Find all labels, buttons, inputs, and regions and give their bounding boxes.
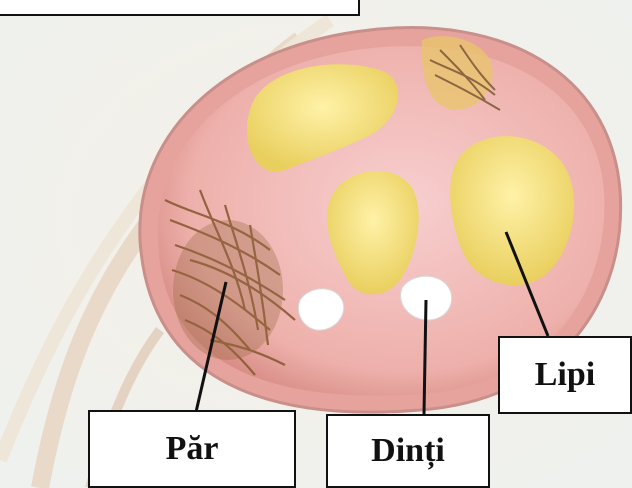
- label-teeth: Dinți: [326, 414, 490, 488]
- pointer-line-teeth: [424, 300, 426, 414]
- hair-mass-shadow: [173, 220, 283, 360]
- label-lipids: Lipi: [498, 336, 632, 414]
- label-hair-text: Păr: [166, 430, 219, 468]
- top-label-box: [0, 0, 360, 16]
- label-hair: Păr: [88, 410, 296, 488]
- label-teeth-text: Dinți: [371, 432, 445, 470]
- label-lipids-text: Lipi: [535, 356, 595, 394]
